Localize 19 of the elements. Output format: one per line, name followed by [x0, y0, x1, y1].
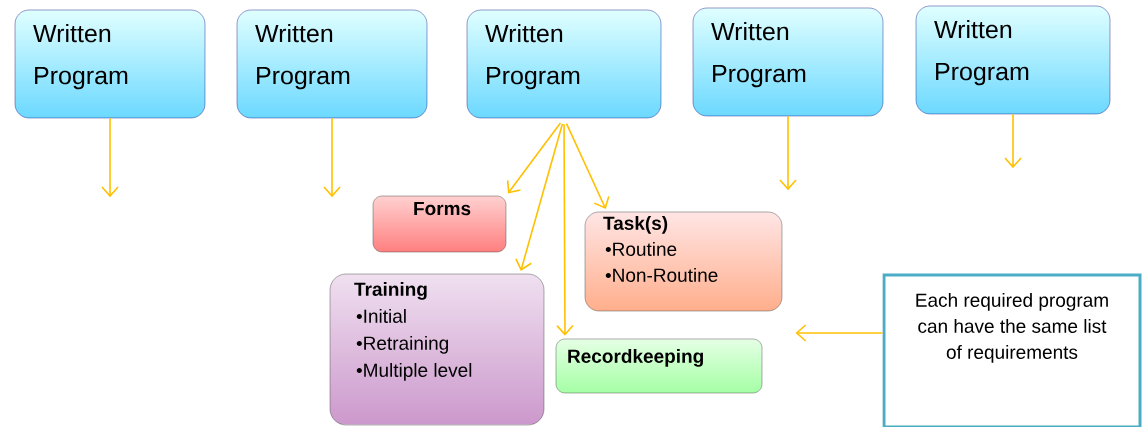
arrow [565, 122, 610, 210]
recordkeeping-box: Recordkeeping [555, 338, 763, 394]
task-box: Task(s) •Routine •Non-Routine [584, 211, 783, 312]
program-box: Written Program [466, 9, 662, 119]
program-box: Written Program [915, 5, 1111, 115]
arrow [556, 123, 574, 336]
arrow [1004, 113, 1022, 169]
arrow [323, 117, 341, 198]
arrow [779, 115, 797, 191]
arrow [795, 324, 884, 342]
forms-box: Forms [372, 195, 507, 253]
program-box: Written Program [236, 9, 428, 119]
program-box: Written Program [14, 9, 206, 119]
arrow [101, 117, 119, 198]
arrow [506, 122, 562, 194]
arrow [515, 123, 564, 271]
program-box: Written Program [692, 7, 884, 117]
note-box: Each required program can have the same list of requirements [882, 273, 1142, 427]
training-box: Training •Initial •Retraining •Multiple level [329, 273, 545, 426]
